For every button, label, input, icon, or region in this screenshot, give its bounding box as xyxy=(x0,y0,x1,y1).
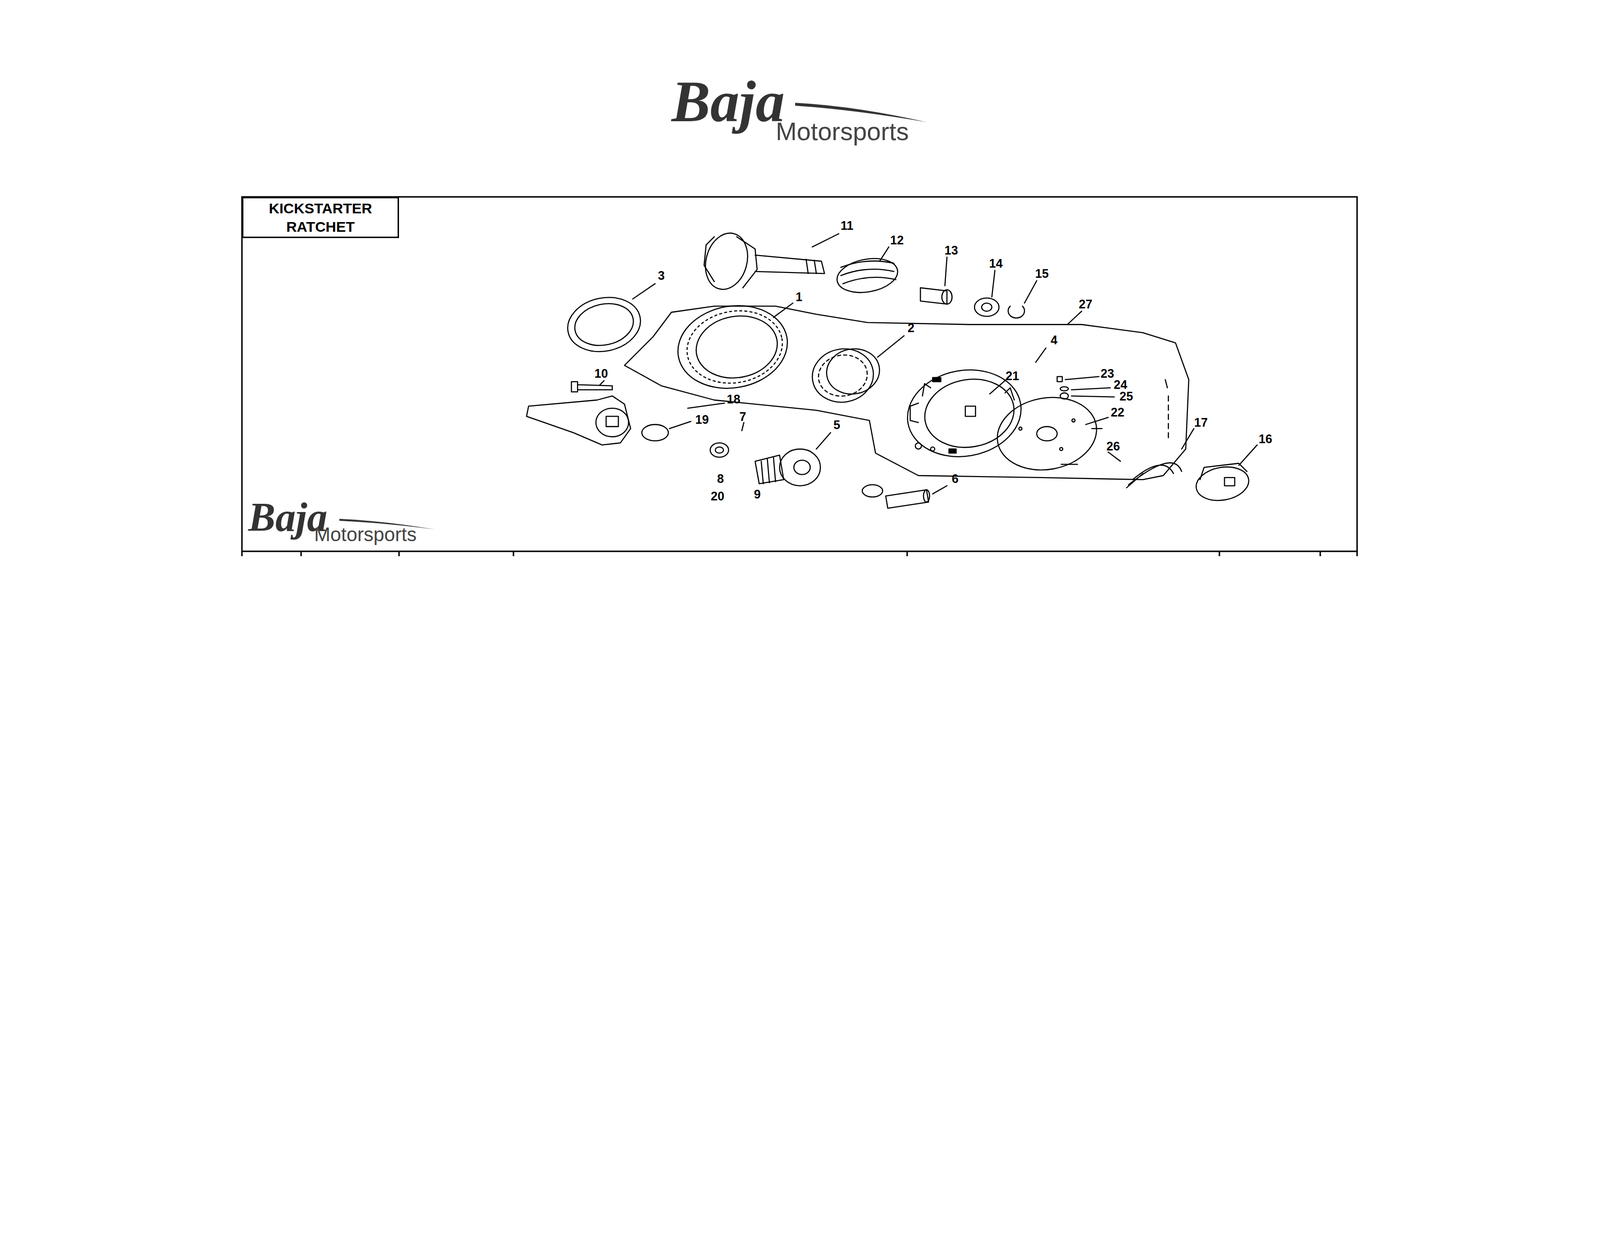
callout-number: 19 xyxy=(695,413,709,426)
callout-number: 7 xyxy=(739,410,747,423)
frame-ticks xyxy=(241,551,1358,557)
callout-number: 27 xyxy=(1078,298,1093,311)
callout-number: 5 xyxy=(833,418,841,432)
callout-number: 2 xyxy=(907,321,915,335)
callout-number: 8 xyxy=(717,472,724,485)
callout-number: 24 xyxy=(1113,378,1128,391)
callout-number: 16 xyxy=(1258,432,1273,446)
callout-number: 6 xyxy=(951,472,959,485)
callout-number: 3 xyxy=(657,269,665,282)
callout-number: 9 xyxy=(753,488,761,501)
callout-number: 14 xyxy=(989,257,1003,270)
callout-number: 21 xyxy=(1005,369,1020,383)
callout-number: 15 xyxy=(1035,267,1049,280)
callout-number: 25 xyxy=(1119,390,1134,403)
callout-number: 23 xyxy=(1100,367,1115,380)
box-title: KICKSTARTER RATCHET xyxy=(245,199,396,236)
callout-number: 18 xyxy=(726,393,741,406)
callout-number: 17 xyxy=(1194,416,1208,429)
exploded-view xyxy=(526,228,1258,509)
callout-number: 4 xyxy=(1050,334,1058,347)
callout-number: 12 xyxy=(890,234,904,247)
logo-text: Baja xyxy=(671,72,785,131)
callout-number: 11 xyxy=(840,219,854,232)
callout-number: 22 xyxy=(1110,406,1125,419)
frame xyxy=(241,196,1358,552)
title-box: KICKSTARTER RATCHET xyxy=(241,196,400,239)
logo-text: Motorsports xyxy=(314,524,417,544)
callout-number: 13 xyxy=(944,244,959,257)
logo-text: Motorsports xyxy=(775,118,910,144)
callout-number: 26 xyxy=(1106,440,1120,453)
callout-number: 20 xyxy=(710,490,725,503)
callout-number: 1 xyxy=(795,290,803,304)
callout-number: 10 xyxy=(594,367,608,380)
